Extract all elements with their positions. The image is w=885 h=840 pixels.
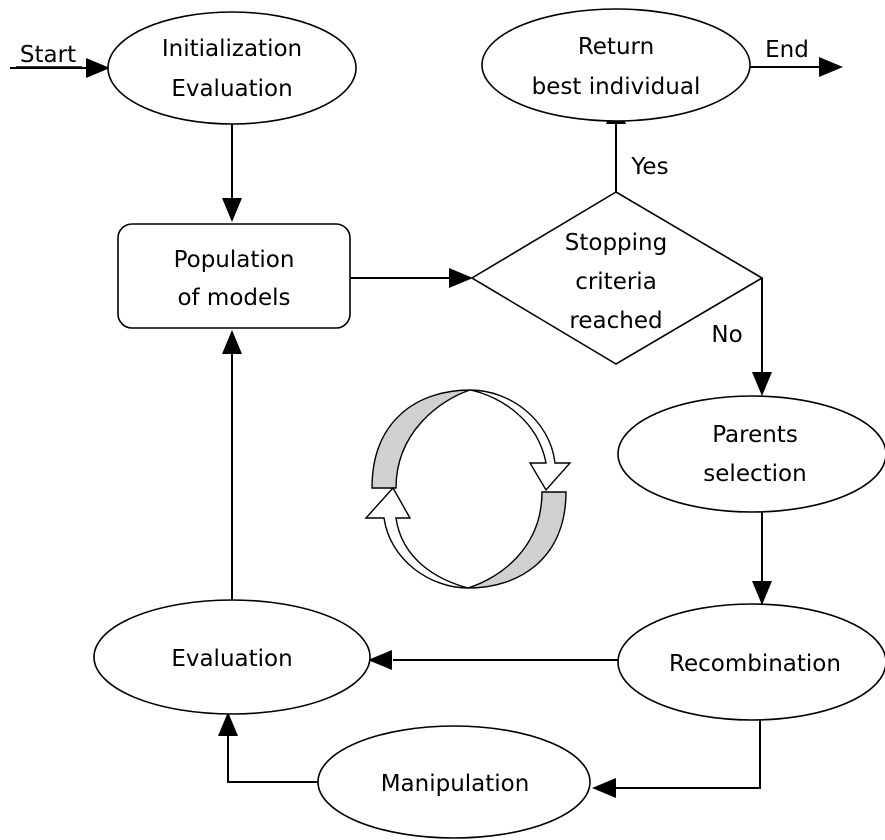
edge-population-to-stopping [350,268,473,288]
node-stopping-criteria: Stopping criteria reached [470,191,764,365]
edge-initialization-to-population [222,124,242,222]
node-stopping-line1: Stopping [565,230,667,256]
edge-start-to-initialization [10,58,110,78]
cycle-bottom-arc-white [364,486,469,589]
cycle-arrows-icon [364,389,572,589]
node-population: Population of models [117,223,351,329]
node-evaluation-label: Evaluation [171,646,292,672]
edge-stopping-to-parents [752,278,772,396]
node-initialization: Initialization Evaluation [107,11,357,125]
start-label: Start [20,42,76,68]
node-return-best-line1: Return [578,34,654,60]
node-population-line1: Population [174,247,295,273]
edge-recombination-to-evaluation [368,650,618,670]
cycle-top-arc-white [469,389,572,492]
node-parents-line1: Parents [712,422,798,448]
edge-recombination-to-manipulation [592,718,761,798]
node-return-best-line2: best individual [532,74,701,100]
node-evaluation: Evaluation [93,599,371,715]
yes-label: Yes [630,154,668,180]
edge-return-to-end [747,57,843,77]
node-manipulation-label: Manipulation [381,771,530,797]
no-label: No [711,322,742,348]
node-initialization-line2: Evaluation [171,76,292,102]
node-manipulation: Manipulation [317,725,591,839]
end-label: End [765,37,809,63]
edge-evaluation-to-population [222,330,242,600]
node-population-line2: of models [177,285,290,311]
node-recombination: Recombination [617,603,885,721]
edge-manipulation-to-evaluation [218,712,318,783]
node-initialization-line1: Initialization [162,36,302,62]
cycle-top-arc-gray [371,389,471,489]
node-stopping-line2: criteria [575,269,657,295]
cycle-bottom-arc-gray [467,491,567,589]
node-return-best: Return best individual [481,8,751,122]
node-stopping-line3: reached [569,308,662,334]
node-parents-selection: Parents selection [617,395,885,513]
edge-parents-to-recombination [752,512,772,605]
node-parents-line2: selection [703,461,806,487]
node-recombination-label: Recombination [669,651,841,677]
